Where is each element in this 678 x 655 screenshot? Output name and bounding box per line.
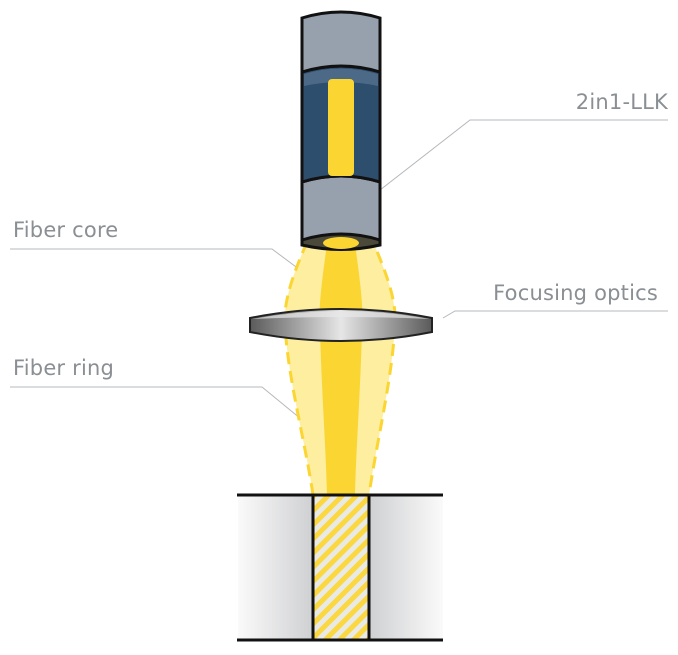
cut-kerf	[311, 493, 371, 642]
laser-head-2in1-llk	[300, 10, 382, 251]
label-fiber-ring: Fiber ring	[13, 356, 115, 380]
workpiece	[237, 493, 443, 642]
leader-fiber-core	[10, 248, 336, 297]
workpiece-left	[238, 495, 313, 640]
lens-top-face	[252, 311, 430, 319]
fiber-core-rod	[328, 79, 354, 176]
housing-lower-band	[300, 174, 382, 243]
leader-fiber-ring	[10, 386, 313, 429]
fiber-section-top-shade	[304, 68, 378, 86]
leader-laser-head	[379, 119, 668, 191]
fiber-exit-glow	[323, 237, 359, 249]
leader-focusing-optics	[442, 310, 668, 319]
workpiece-right	[369, 495, 443, 640]
laser-beam	[283, 240, 397, 497]
label-laser-head: 2in1-LLK	[575, 90, 668, 114]
label-fiber-core: Fiber core	[13, 218, 119, 242]
fiber-core-beam	[319, 244, 363, 495]
housing-upper-band	[300, 10, 382, 75]
label-focusing-optics: Focusing optics	[493, 281, 658, 305]
